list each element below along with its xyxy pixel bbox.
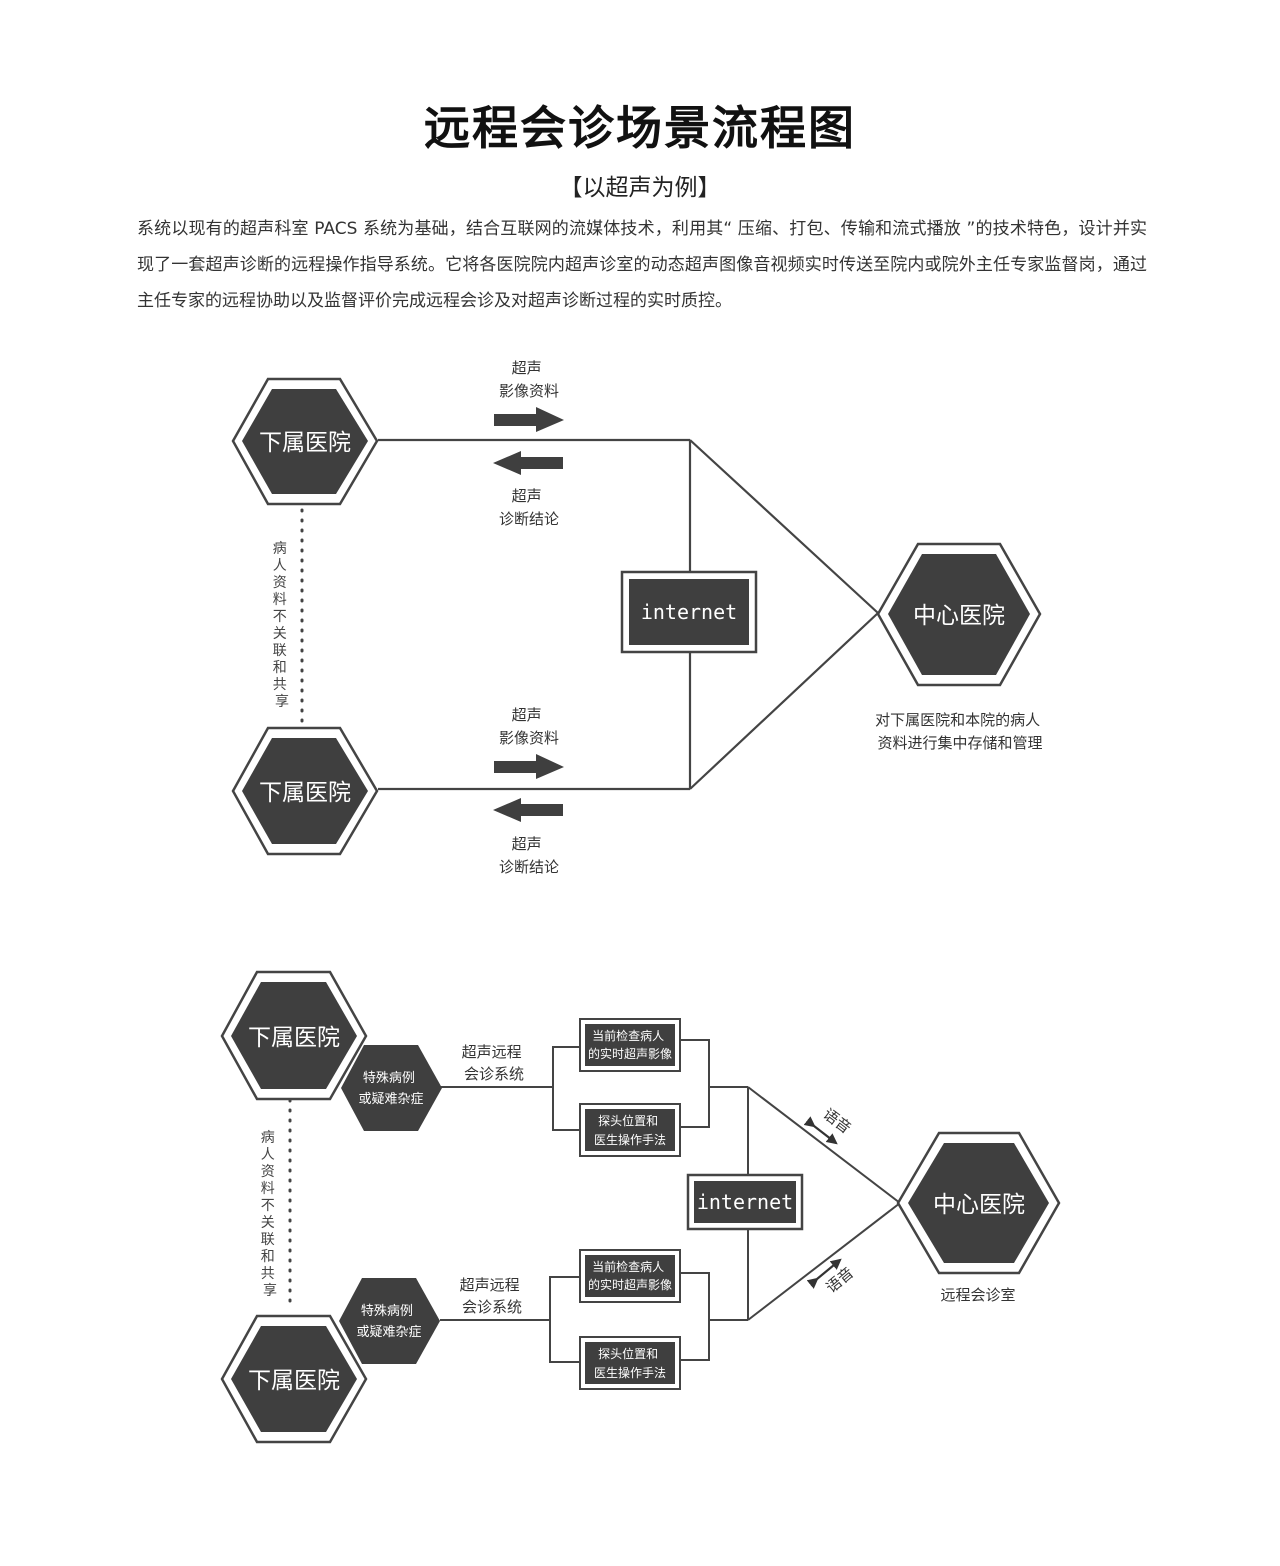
d2-special-case-bottom: 特殊病例 或疑难杂症 bbox=[339, 1278, 440, 1364]
d1-not-shared-label: 病 人 资 料 不 关 联 和 共 享 bbox=[273, 541, 291, 710]
d2-center-label: 中心医院 bbox=[933, 1192, 1025, 1218]
d2-box-probe-top: 探头位置和 医生操作手法 bbox=[579, 1103, 681, 1157]
d1-arrow-right-bottom bbox=[494, 754, 564, 779]
d1-arrow-left-top bbox=[493, 451, 563, 475]
d2-voice-bottom-label: 语音 bbox=[823, 1264, 858, 1297]
d2-system-bottom-label: 超声远程 会诊系统 bbox=[460, 1276, 525, 1316]
diagram-2: 病 人 资 料 不 关 联 和 共 享 下属医院 特殊病例 或疑难杂症 超声远程 bbox=[220, 970, 1061, 1444]
d2-box-image-bottom: 当前检查病人 的实时超声影像 bbox=[579, 1249, 681, 1303]
d2-connection-lines bbox=[440, 1039, 901, 1363]
d2-box-probe-top-label: 探头位置和 医生操作手法 bbox=[594, 1113, 666, 1147]
d2-branch-bottom-label: 下属医院 bbox=[248, 1368, 340, 1394]
d2-voice-arrow-top bbox=[803, 1116, 838, 1145]
page-subtitle: 【以超声为例】 bbox=[559, 175, 721, 201]
d1-center-label: 中心医院 bbox=[913, 603, 1005, 629]
d1-branch-top-label: 下属医院 bbox=[259, 430, 351, 456]
d1-branch-hospital-top: 下属医院 bbox=[231, 377, 379, 506]
d2-center-note: 远程会诊室 bbox=[940, 1286, 1015, 1304]
d2-branch-hospital-bottom: 下属医院 bbox=[220, 1314, 368, 1444]
d1-send-top-label: 超声 影像资料 bbox=[499, 359, 559, 400]
page-title: 远程会诊场景流程图 bbox=[424, 101, 856, 155]
d2-box-image-top: 当前检查病人 的实时超声影像 bbox=[579, 1018, 681, 1072]
d1-center-note: 对下属医院和本院的病人 资料进行集中存储和管理 bbox=[875, 711, 1045, 752]
d2-branch-hospital-top: 下属医院 bbox=[220, 970, 368, 1101]
d2-system-top-label: 超声远程 会诊系统 bbox=[462, 1043, 527, 1083]
d1-connection-lines bbox=[378, 438, 879, 791]
d2-box-probe-bottom: 探头位置和 医生操作手法 bbox=[579, 1336, 681, 1390]
diagram-1: 病 人 资 料 不 关 联 和 共 享 下属医院 下属医院 超声 影像资料 bbox=[231, 359, 1045, 876]
d1-arrow-right-top bbox=[494, 407, 564, 432]
d1-internet-box: internet bbox=[620, 570, 758, 654]
d2-internet-label: internet bbox=[697, 1190, 793, 1214]
d2-branch-top-label: 下属医院 bbox=[248, 1025, 340, 1051]
d1-return-bottom-label: 超声 诊断结论 bbox=[499, 835, 559, 876]
d1-center-hospital: 中心医院 bbox=[876, 542, 1042, 687]
d1-branch-bottom-label: 下属医院 bbox=[259, 780, 351, 806]
d2-special-bottom-label: 特殊病例 或疑难杂症 bbox=[356, 1304, 421, 1340]
d2-special-top-label: 特殊病例 或疑难杂症 bbox=[358, 1071, 423, 1107]
d2-center-hospital: 中心医院 bbox=[896, 1131, 1061, 1275]
d2-not-shared-label: 病 人 资 料 不 关 联 和 共 享 bbox=[261, 1130, 279, 1299]
d2-box-image-bottom-label: 当前检查病人 的实时超声影像 bbox=[588, 1259, 672, 1292]
d1-send-bottom-label: 超声 影像资料 bbox=[499, 706, 559, 747]
d2-internet-box: internet bbox=[686, 1173, 804, 1231]
d1-internet-label: internet bbox=[641, 600, 737, 624]
d2-voice-top-label: 语音 bbox=[820, 1105, 855, 1137]
d2-box-image-top-label: 当前检查病人 的实时超声影像 bbox=[588, 1028, 672, 1061]
d1-return-top-label: 超声 诊断结论 bbox=[499, 487, 559, 528]
d2-special-case-top: 特殊病例 或疑难杂症 bbox=[341, 1045, 442, 1131]
d2-box-probe-bottom-label: 探头位置和 医生操作手法 bbox=[594, 1346, 666, 1380]
d1-branch-hospital-bottom: 下属医院 bbox=[231, 726, 379, 856]
d1-arrow-left-bottom bbox=[493, 798, 563, 822]
intro-paragraph: 系统以现有的超声科室 PACS 系统为基础，结合互联网的流媒体技术，利用其“ 压… bbox=[137, 219, 1147, 311]
d2-voice-arrow-bottom bbox=[806, 1258, 842, 1289]
